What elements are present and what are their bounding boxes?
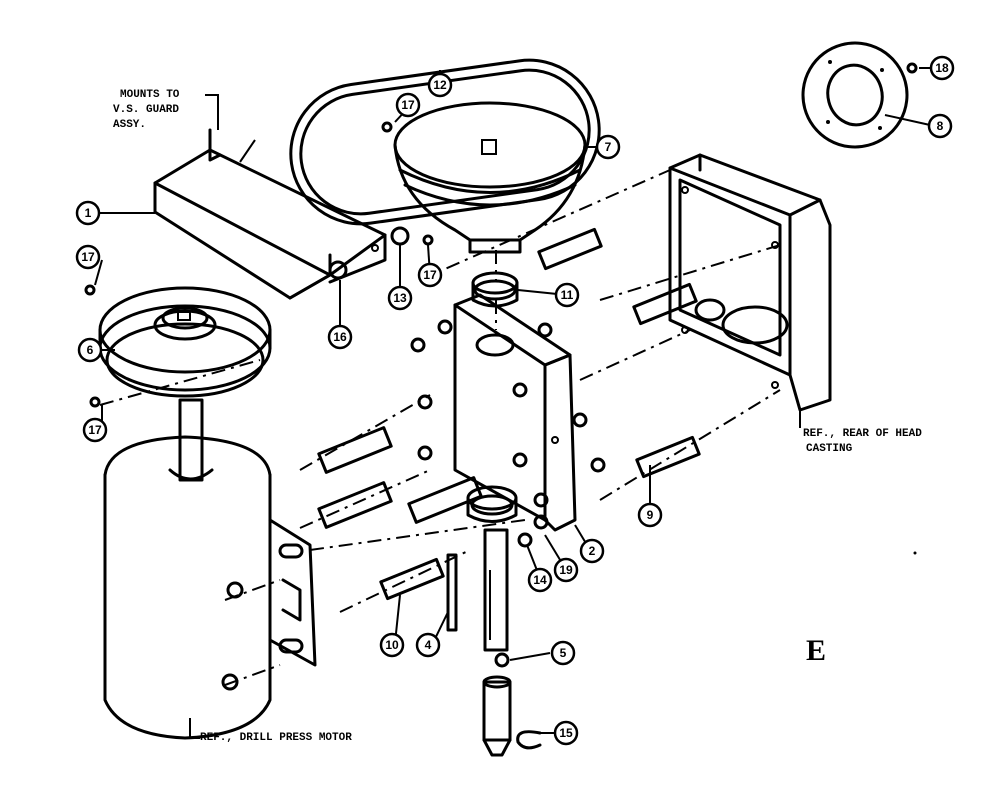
callout-12: 12 xyxy=(427,72,453,98)
svg-text:4: 4 xyxy=(425,638,432,652)
callout-17-b: 17 xyxy=(82,417,108,443)
svg-text:10: 10 xyxy=(385,638,399,652)
callout-7: 7 xyxy=(595,134,621,160)
note-guard-2: V.S. GUARD xyxy=(113,104,179,116)
text-notes: MOUNTS TO V.S. GUARD ASSY. REF., REAR OF… xyxy=(113,89,922,744)
svg-text:5: 5 xyxy=(560,646,567,660)
callout-6: 6 xyxy=(77,337,103,363)
callout-1: 1 xyxy=(75,200,101,226)
note-guard-1: MOUNTS TO xyxy=(120,89,180,101)
guard-bracket xyxy=(153,128,387,300)
adapter-plate xyxy=(801,41,909,149)
callout-17-a: 17 xyxy=(75,244,101,270)
svg-text:16: 16 xyxy=(333,330,347,344)
callout-15: 15 xyxy=(553,720,579,746)
callout-11: 11 xyxy=(554,282,580,308)
svg-text:1: 1 xyxy=(85,206,92,220)
svg-text:2: 2 xyxy=(589,544,596,558)
svg-text:7: 7 xyxy=(605,140,612,154)
callout-16: 16 xyxy=(327,324,353,350)
callout-9: 9 xyxy=(637,502,663,528)
note-guard-3: ASSY. xyxy=(113,119,146,131)
note-head-1: REF., REAR OF HEAD xyxy=(803,428,922,440)
svg-text:9: 9 xyxy=(647,508,654,522)
note-motor: REF., DRILL PRESS MOTOR xyxy=(200,732,352,744)
callout-10: 10 xyxy=(379,632,405,658)
svg-text:14: 14 xyxy=(533,573,547,587)
svg-text:17: 17 xyxy=(88,423,102,437)
callout-19: 19 xyxy=(553,557,579,583)
callout-14: 14 xyxy=(527,567,553,593)
motor-pulley xyxy=(98,286,272,398)
nuts-and-washers xyxy=(84,62,918,691)
callout-4: 4 xyxy=(415,632,441,658)
svg-text:8: 8 xyxy=(937,119,944,133)
head-casting-rear xyxy=(668,153,832,412)
drill-press-motor xyxy=(103,398,317,740)
slide-bracket xyxy=(453,293,577,532)
svg-text:18: 18 xyxy=(935,61,949,75)
svg-text:15: 15 xyxy=(559,726,573,740)
svg-text:17: 17 xyxy=(401,98,415,112)
svg-text:6: 6 xyxy=(87,343,94,357)
callout-13: 13 xyxy=(387,285,413,311)
figure-letter: E xyxy=(806,634,826,667)
svg-text:11: 11 xyxy=(561,288,574,302)
retaining-ring xyxy=(516,730,542,750)
callout-17-c: 17 xyxy=(417,262,443,288)
callout-2: 2 xyxy=(579,538,605,564)
callout-18: 18 xyxy=(929,55,955,81)
note-head-2: CASTING xyxy=(806,443,853,455)
alignment-lines xyxy=(99,169,781,686)
callout-17-d: 17 xyxy=(395,92,421,118)
lower-bearing xyxy=(466,485,518,523)
svg-text:13: 13 xyxy=(393,291,407,305)
svg-text:17: 17 xyxy=(423,268,437,282)
callout-8: 8 xyxy=(927,113,953,139)
callout-5: 5 xyxy=(550,640,576,666)
svg-text:19: 19 xyxy=(559,563,573,577)
svg-text:12: 12 xyxy=(433,78,447,92)
slide-shaft xyxy=(482,528,512,757)
spindle-pulley xyxy=(393,101,587,254)
svg-text:17: 17 xyxy=(81,250,95,264)
